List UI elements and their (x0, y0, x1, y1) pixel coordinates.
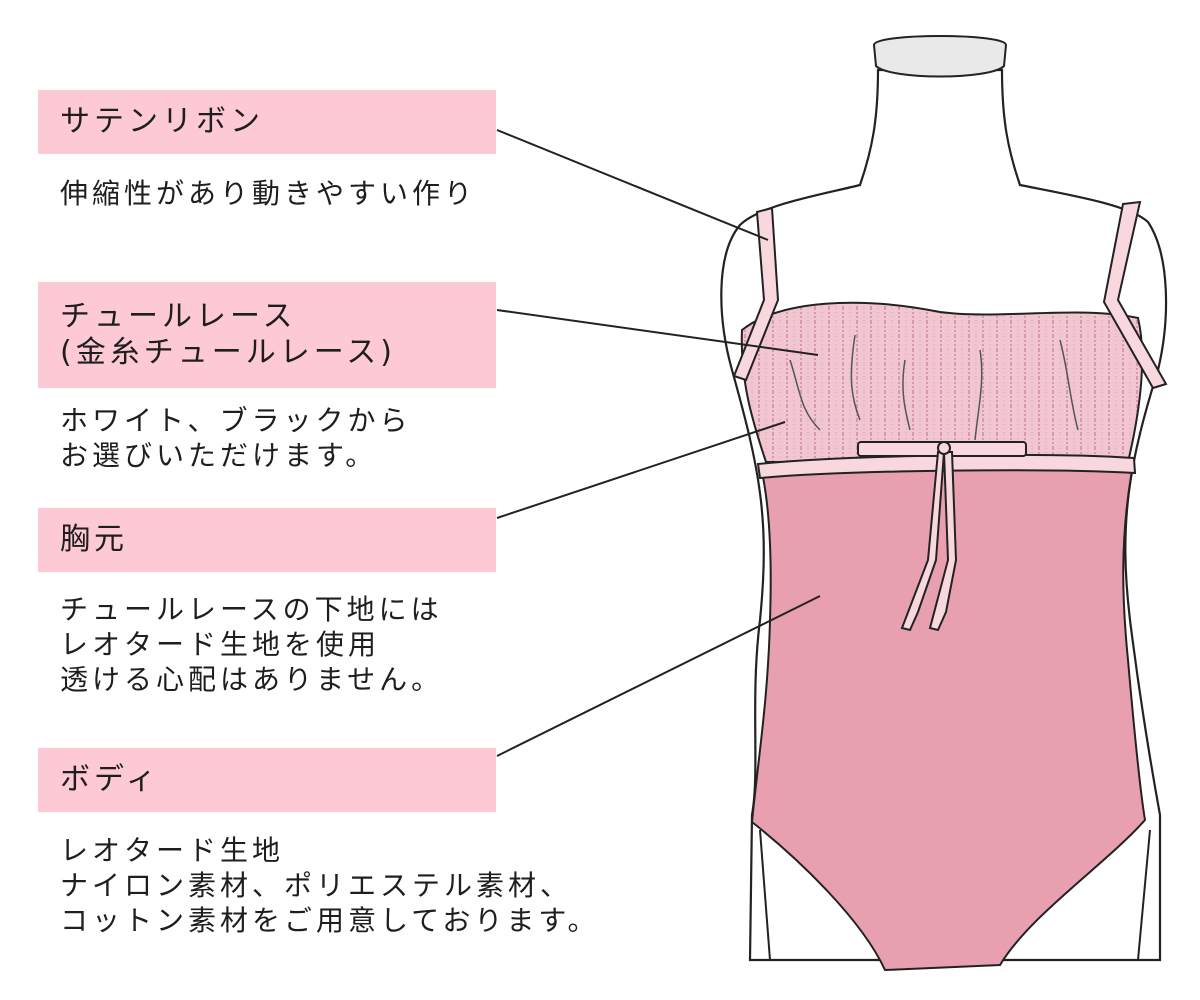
callout-label-text: 胸元 (60, 522, 128, 557)
callout-description-body: レオタード生地 ナイロン素材、ポリエステル素材、 コットン素材をご用意しておりま… (60, 834, 600, 937)
leader-line-chest (496, 421, 786, 519)
lace-fold (1059, 339, 1079, 431)
leader-line-body (496, 595, 821, 757)
lace-fold (850, 334, 861, 421)
lace-fold (974, 349, 983, 441)
callout-label-text: サテンリボン (60, 104, 264, 139)
tulle-lace-bodice (740, 301, 1144, 463)
strap-right (1102, 200, 1168, 390)
callout-label-text: ボディ (60, 762, 160, 797)
lace-fold (789, 359, 821, 431)
mannequin-neck-cap (872, 35, 1008, 78)
callout-label-satin-ribbon: サテンリボン (38, 90, 496, 154)
bow-knot (937, 441, 951, 455)
bow-tail-left (900, 451, 946, 632)
strap-left (732, 206, 780, 382)
callout-label-chest: 胸元 (38, 508, 496, 572)
leader-line-tulle-lace (496, 309, 819, 356)
callout-label-tulle-lace: チュールレース (金糸チュールレース) (38, 282, 496, 388)
mannequin-leg-left (759, 829, 771, 961)
callout-description-tulle-lace: ホワイト、ブラックから お選びいただけます。 (60, 404, 412, 472)
callout-label-text: チュールレース (金糸チュールレース) (60, 299, 396, 370)
leader-line-satin-ribbon (496, 129, 769, 241)
callout-description-chest: チュールレースの下地には レオタード生地を使用 透ける心配はありません。 (60, 593, 444, 696)
callout-description-satin-ribbon: 伸縮性があり動きやすい作り (60, 177, 477, 210)
lace-fold (902, 359, 911, 431)
mannequin-leg-right (1137, 829, 1151, 961)
callout-label-body: ボディ (38, 748, 496, 812)
bow-tail-right (928, 451, 958, 632)
